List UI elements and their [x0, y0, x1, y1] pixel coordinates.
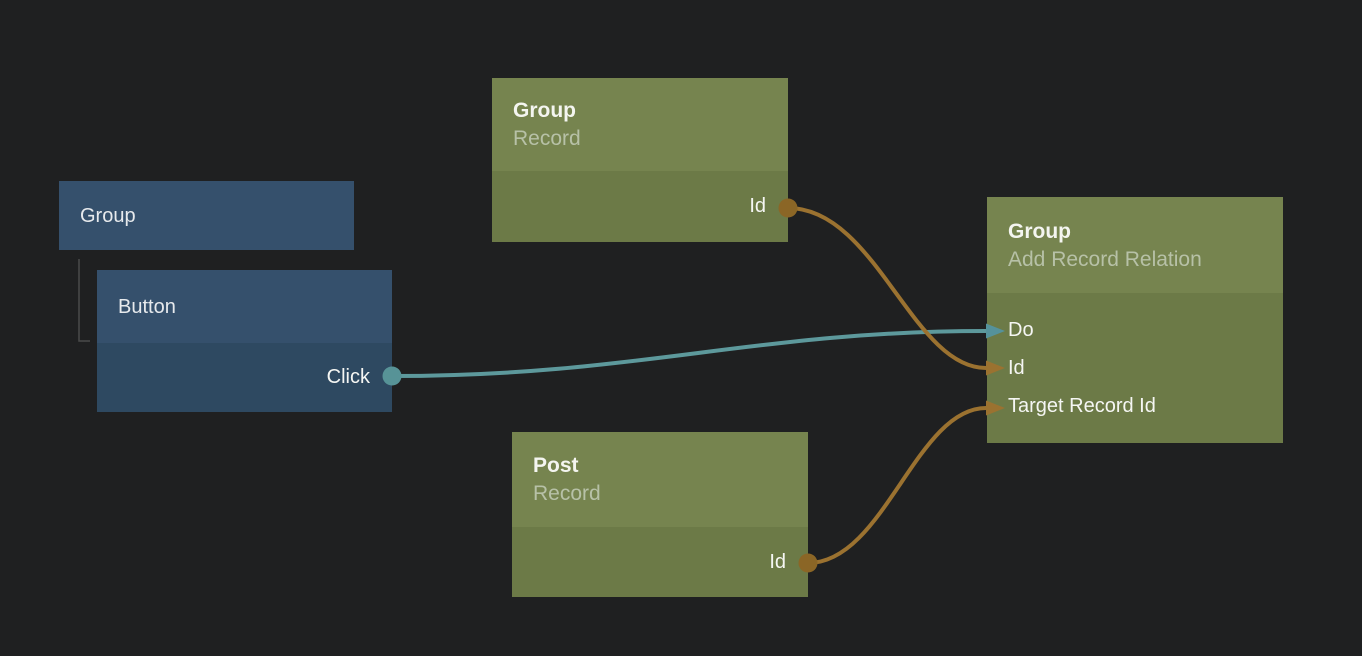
- arrowhead-id-icon: [986, 360, 1005, 376]
- arrowhead-target-record-id-icon: [986, 400, 1005, 416]
- input-port-target-record-id[interactable]: Target Record Id: [1008, 387, 1283, 425]
- node-title: Button: [118, 295, 176, 318]
- node-group-header: Group: [59, 181, 354, 250]
- node-subtitle: Record: [533, 482, 601, 505]
- node-title: Group: [1008, 219, 1071, 243]
- node-post-record-header: Post Record: [512, 432, 808, 527]
- output-port-id[interactable]: Id: [492, 171, 788, 242]
- node-button[interactable]: Button Click: [97, 270, 392, 412]
- arrowhead-do-icon: [986, 323, 1005, 339]
- port-label: Click: [326, 366, 370, 388]
- port-label: Target Record Id: [1008, 394, 1156, 417]
- node-title: Post: [533, 454, 579, 477]
- node-group-record-header: Group Record: [492, 78, 788, 171]
- port-dot-post-record-id[interactable]: [798, 553, 818, 573]
- port-dot-click[interactable]: [382, 366, 402, 386]
- node-group[interactable]: Group: [59, 181, 354, 250]
- node-subtitle: Add Record Relation: [1008, 247, 1202, 271]
- hierarchy-connector-line: [78, 259, 90, 342]
- node-subtitle: Record: [513, 127, 581, 150]
- edge-group-id-to-id[interactable]: [787, 206, 987, 370]
- edge-click-to-do[interactable]: [391, 329, 987, 378]
- node-button-header: Button: [97, 270, 392, 343]
- node-post-record[interactable]: Post Record Id: [512, 432, 808, 597]
- node-title: Group: [80, 204, 136, 227]
- input-port-do[interactable]: Do: [1008, 311, 1283, 349]
- node-group-record-ports: Id: [492, 171, 788, 242]
- port-label: Id: [1008, 356, 1025, 379]
- node-button-ports: Click: [97, 343, 392, 412]
- port-label: Do: [1008, 318, 1034, 341]
- edge-post-id-to-target-record-id[interactable]: [807, 406, 987, 565]
- port-label: Id: [769, 550, 786, 573]
- node-add-record-relation[interactable]: Group Add Record Relation Do Id Target R…: [987, 197, 1283, 443]
- node-title: Group: [513, 99, 576, 122]
- node-group-record[interactable]: Group Record Id: [492, 78, 788, 242]
- node-add-record-relation-ports: Do Id Target Record Id: [987, 293, 1283, 443]
- port-dot-group-record-id[interactable]: [778, 198, 798, 218]
- node-post-record-ports: Id: [512, 527, 808, 597]
- output-port-id[interactable]: Id: [512, 527, 808, 597]
- output-port-click[interactable]: Click: [97, 343, 392, 412]
- input-port-id[interactable]: Id: [1008, 349, 1283, 387]
- node-add-record-relation-header: Group Add Record Relation: [987, 197, 1283, 293]
- port-label: Id: [749, 195, 766, 217]
